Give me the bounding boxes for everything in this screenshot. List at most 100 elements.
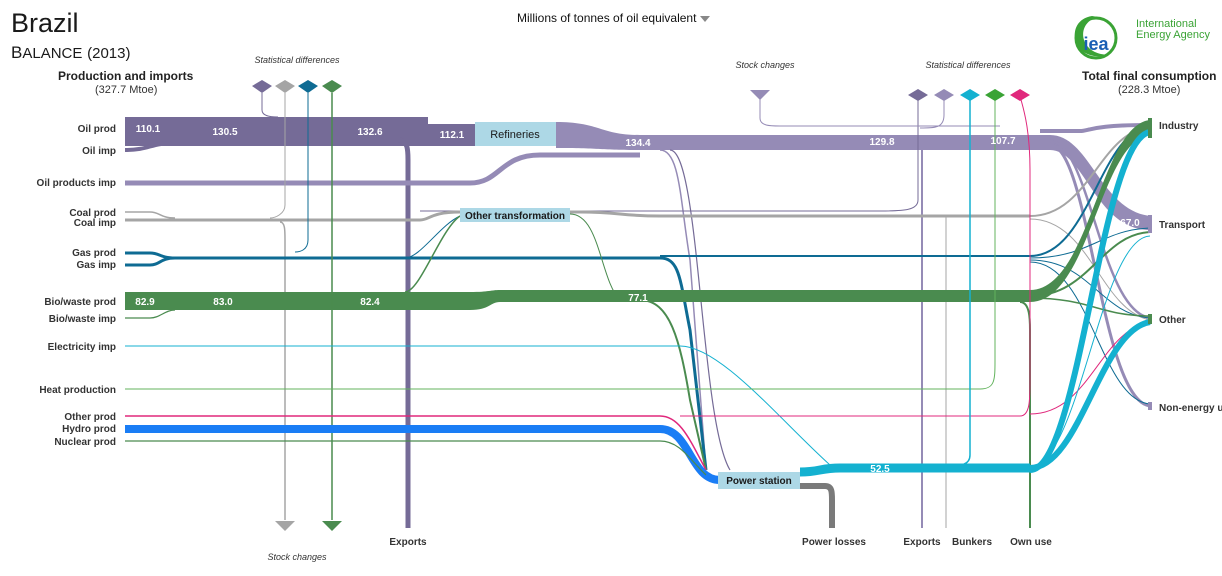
flow-hydro-prod[interactable] (125, 425, 721, 484)
source-label-gas-imp[interactable]: Gas imp (77, 260, 116, 271)
flow-oil-statdiff[interactable] (261, 93, 279, 118)
source-label-heat-production[interactable]: Heat production (39, 385, 116, 396)
statdiff-marker-r3[interactable] (960, 89, 980, 101)
flow-oil-products[interactable] (556, 122, 1050, 150)
value-bio-83: 83.0 (213, 297, 233, 308)
statdiff-marker-r1[interactable] (908, 89, 928, 101)
source-label-bio-waste-imp[interactable]: Bio/waste imp (49, 314, 116, 325)
flow-bio-other[interactable] (1029, 297, 1151, 317)
bio-flows (125, 93, 1151, 528)
flow-power-electricity[interactable] (799, 463, 1030, 477)
flow-nuclear-prod[interactable] (125, 440, 707, 476)
flow-bio-othertrans[interactable] (404, 215, 461, 293)
bottom-label-exports-left[interactable]: Exports (389, 537, 427, 548)
flow-bio-imp[interactable] (125, 309, 176, 319)
source-label-coal-imp[interactable]: Coal imp (74, 218, 116, 229)
annotation-stat-diff-right: Statistical differences (925, 60, 1011, 70)
flow-products-stat2[interactable] (919, 95, 945, 129)
unit-selector-label: Millions of tonnes of oil equivalent (517, 11, 697, 25)
flow-oil-refinery-entry[interactable] (428, 124, 475, 146)
flow-oil-prod[interactable] (125, 117, 428, 146)
flow-elec-transport[interactable] (1029, 235, 1151, 467)
sink-label-industry[interactable]: Industry (1159, 121, 1199, 132)
flow-bio-ownuse[interactable] (1019, 301, 1031, 528)
statdiff-marker-r4[interactable] (985, 89, 1005, 101)
stock-marker-top[interactable] (750, 90, 770, 100)
flow-oil-products-imp[interactable] (125, 152, 640, 186)
source-label-nuclear-prod[interactable]: Nuclear prod (54, 437, 116, 448)
flow-elec-other[interactable] (1029, 319, 1151, 471)
sink-label-other[interactable]: Other (1159, 315, 1186, 326)
flow-othertrans-power[interactable] (569, 213, 621, 301)
statdiff-marker-gas[interactable] (298, 80, 318, 93)
flow-gas-imp[interactable] (125, 256, 176, 267)
flow-gas-transport[interactable] (1029, 227, 1151, 259)
statdiff-marker-bio[interactable] (322, 80, 342, 93)
stock-marker-bottom-bio[interactable] (322, 521, 342, 531)
statdiff-marker-oil[interactable] (252, 80, 272, 93)
flow-products-to-power[interactable] (659, 149, 707, 471)
source-label-other-prod[interactable]: Other prod (64, 412, 116, 423)
flow-other-prod[interactable] (125, 415, 707, 471)
flow-coal-imp[interactable] (125, 210, 1030, 222)
value-bio-77: 77.1 (628, 293, 648, 304)
flow-bio-transport[interactable] (1029, 231, 1151, 297)
flow-coal-prod[interactable] (125, 211, 176, 219)
bottom-label-own-use[interactable]: Own use (1010, 537, 1052, 548)
flow-products-other[interactable] (1049, 139, 1151, 320)
source-label-oil-imp[interactable]: Oil imp (82, 146, 116, 157)
flow-elec-bunkers[interactable] (949, 95, 971, 467)
flow-bio-prod[interactable] (125, 290, 1030, 310)
flow-power-losses[interactable] (800, 483, 835, 528)
statdiff-marker-r2[interactable] (934, 89, 954, 101)
unit-selector[interactable]: Millions of tonnes of oil equivalent (517, 11, 711, 25)
flow-coal-statdiff[interactable] (269, 93, 286, 219)
node-other-transformation[interactable] (460, 208, 570, 222)
source-label-oil-prod[interactable]: Oil prod (78, 124, 116, 135)
flow-oil-products-industry[interactable] (1040, 123, 1151, 133)
iea-logo[interactable]: iea (1068, 12, 1218, 64)
flow-oil-exports[interactable] (397, 137, 411, 528)
source-label-electricity-imp[interactable]: Electricity imp (48, 342, 116, 353)
flow-heat-production[interactable] (125, 95, 996, 390)
right-column-title: Total final consumption (1082, 69, 1217, 83)
bottom-label-power-losses[interactable]: Power losses (802, 537, 866, 548)
flow-gas-othertrans[interactable] (404, 215, 461, 259)
bottom-label-bunkers[interactable]: Bunkers (952, 537, 992, 548)
bottom-labels: Exports Power losses Exports Bunkers Own… (389, 537, 1052, 548)
statdiff-marker-r5[interactable] (1010, 89, 1030, 101)
source-label-oil-products-imp[interactable]: Oil products imp (37, 178, 116, 189)
stock-marker-bottom-coal[interactable] (275, 521, 295, 531)
sink-bar-industry[interactable] (1148, 118, 1152, 138)
sink-bar-transport[interactable] (1148, 215, 1152, 233)
node-power-station[interactable] (718, 472, 800, 489)
flow-coal-stock[interactable] (279, 221, 286, 520)
sink-label-non-energy-use[interactable]: Non-energy u (1159, 403, 1222, 414)
node-refineries[interactable] (475, 122, 556, 146)
flow-other-prod-sinks[interactable] (680, 94, 1031, 417)
flow-products-stat[interactable] (420, 95, 919, 212)
flow-electricity-imp[interactable] (125, 345, 831, 466)
sink-label-transport[interactable]: Transport (1159, 220, 1206, 231)
iea-logo-text: International Energy Agency (1136, 19, 1210, 41)
flow-elec-industry[interactable] (1029, 129, 1152, 473)
flow-bio-power[interactable] (639, 299, 707, 471)
coal-flows (125, 93, 1151, 528)
sink-bar-other[interactable] (1148, 314, 1152, 324)
left-column-title: Production and imports (58, 69, 194, 83)
flow-stockchange-top[interactable] (759, 98, 1000, 127)
bottom-label-exports-right[interactable]: Exports (903, 537, 941, 548)
source-label-coal-prod[interactable]: Coal prod (69, 208, 116, 219)
value-elec-52: 52.5 (870, 464, 890, 475)
flow-oil-imp[interactable] (124, 141, 176, 152)
oil-flows (124, 93, 1151, 528)
annotation-stat-diff-left: Statistical differences (254, 55, 340, 65)
source-label-hydro-prod[interactable]: Hydro prod (62, 424, 116, 435)
sink-bar-non-energy-use[interactable] (1148, 402, 1152, 410)
statdiff-marker-coal[interactable] (275, 80, 295, 93)
flow-gas-prod[interactable] (125, 251, 708, 471)
source-label-bio-waste-prod[interactable]: Bio/waste prod (44, 297, 116, 308)
flow-gas-nonenergy[interactable] (1029, 261, 1151, 405)
flow-gas-statdiff[interactable] (294, 93, 309, 253)
source-label-gas-prod[interactable]: Gas prod (72, 248, 116, 259)
